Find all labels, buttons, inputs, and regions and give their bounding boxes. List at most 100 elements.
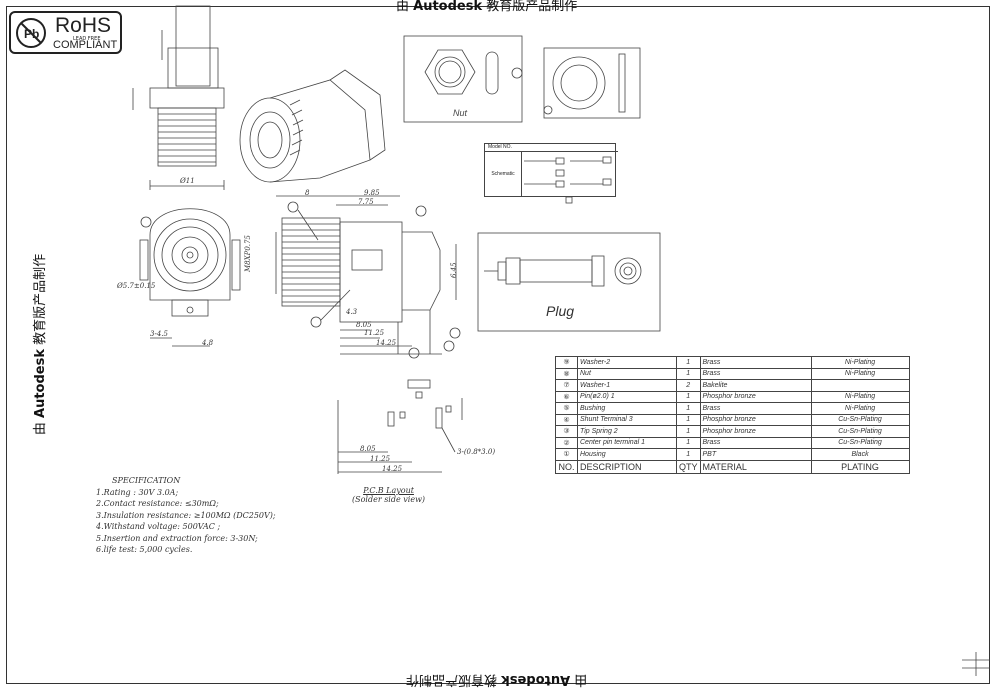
bom-cell-no: ⑤ — [555, 402, 578, 415]
pcb-layout-view — [337, 379, 463, 474]
schematic-symbols — [524, 156, 612, 204]
side-elevation-view — [132, 5, 225, 190]
spec-line: 4.Withstand voltage: 500VAC ; — [96, 522, 221, 531]
bom-cell-description: Bushing — [577, 402, 677, 415]
bom-cell-qty: 1 — [676, 425, 701, 438]
dim-9-85: 9.85 — [364, 189, 380, 197]
bom-header-row: NO. DESCRIPTION QTY MATERIAL PLATING — [555, 459, 910, 474]
spec-line: 6.life test: 5,000 cycles. — [96, 545, 193, 554]
bom-cell-plating: Cu-Sn-Plating — [810, 413, 910, 426]
bom-cell-plating: Ni-Plating — [810, 367, 910, 380]
section-view — [275, 195, 461, 359]
nut-view — [424, 49, 523, 95]
bom-cell-material: PBT — [699, 448, 812, 461]
specification-block: SPECIFICATION 1.Rating : 30V 3.0A; 2.Con… — [96, 475, 276, 556]
pcb-layout-subtitle: (Solder side view) — [352, 495, 426, 504]
pcb-dim-11-25: 11.25 — [370, 455, 391, 463]
spec-line: 5.Insertion and extraction force: 3-30N; — [96, 533, 258, 543]
bom-cell-qty: 1 — [676, 402, 701, 415]
bom-header-plating: PLATING — [810, 459, 910, 474]
rohs-lead-free: LEAD FREE — [73, 36, 101, 42]
bom-cell-plating: Cu-Sn-Plating — [810, 436, 910, 449]
bom-cell-plating: Ni-Plating — [810, 390, 910, 403]
bom-cell-plating: Black — [810, 448, 910, 461]
dim-slot: 3-(0.8*3.0) — [457, 448, 496, 456]
front-view — [139, 208, 241, 347]
rohs-title: RoHS — [55, 14, 112, 37]
bom-cell-material: Phosphor bronze — [699, 413, 812, 426]
nut-view-frame — [403, 35, 523, 123]
plug-view-frame — [477, 232, 661, 332]
plug-label: Plug — [546, 303, 575, 319]
drawing-frame — [6, 6, 990, 684]
dim-7-75: 7.75 — [358, 198, 374, 206]
pcb-dim-8-05: 8.05 — [360, 445, 376, 453]
title-block-lines — [962, 652, 990, 676]
dim-diameter-5-7: Ø5.7±0.15 — [117, 282, 156, 290]
bom-cell-plating: Ni-Plating — [810, 356, 910, 369]
dim-6-45: 6.45 — [450, 262, 458, 278]
bom-cell-description: Tip Spring 2 — [577, 425, 677, 438]
schematic-label: Schematic — [485, 152, 522, 196]
bom-header-description: DESCRIPTION — [577, 459, 677, 474]
dim-8-05: 8.05 — [356, 321, 372, 329]
bom-cell-plating: Ni-Plating — [810, 402, 910, 415]
bom-cell-no: ④ — [555, 413, 578, 426]
bom-cell-description: Housing — [577, 448, 677, 461]
bom-cell-qty: 2 — [676, 379, 701, 392]
model-no-label: Model NO. — [485, 144, 618, 152]
washer-view-frame — [543, 47, 641, 119]
bom-cell-material: Brass — [699, 402, 812, 415]
bom-cell-qty: 1 — [676, 390, 701, 403]
isometric-view — [239, 69, 386, 183]
bom-cell-description: Shunt Terminal 3 — [577, 413, 677, 426]
rohs-compliant: COMPLIANT — [53, 39, 118, 51]
dim-8: 8 — [305, 189, 310, 197]
dim-4-8: 4.8 — [202, 339, 214, 347]
bom-cell-material: Brass — [699, 436, 812, 449]
bom-cell-description: Washer-1 — [577, 379, 677, 392]
bom-cell-no: ⑨ — [555, 356, 578, 369]
bom-cell-material: Brass — [699, 367, 812, 380]
bom-cell-qty: 1 — [676, 356, 701, 369]
bom-cell-material: Phosphor bronze — [699, 390, 812, 403]
bom-cell-description: Pin(ø2.0) 1 — [577, 390, 677, 403]
bom-cell-no: ⑦ — [555, 379, 578, 392]
bom-cell-plating — [810, 379, 910, 392]
bom-cell-description: Nut — [577, 367, 677, 380]
bom-cell-description: Center pin terminal 1 — [577, 436, 677, 449]
dim-thread-m8: M8XP0.75 — [244, 235, 252, 272]
dim-14-25: 14.25 — [376, 339, 397, 347]
specification-title: SPECIFICATION — [112, 476, 181, 485]
bom-header-no: NO. — [555, 459, 578, 474]
bom-cell-no: ⑧ — [555, 367, 578, 380]
watermark-top: 由 Autodesk 教育版产品制作 — [396, 0, 578, 14]
dim-diameter-11: Ø11 — [180, 177, 195, 185]
bom-cell-material: Brass — [699, 356, 812, 369]
bom-cell-plating: Cu-Sn-Plating — [810, 425, 910, 438]
bom-cell-material: Phosphor bronze — [699, 425, 812, 438]
pcb-dim-14-25: 14.25 — [382, 465, 403, 473]
dim-11-25: 11.25 — [364, 329, 385, 337]
pcb-layout-title: P.C.B Layout — [363, 486, 414, 495]
schematic-box: Model NO. Schematic — [484, 143, 618, 197]
spec-line: 3.Insulation resistance: ≥100MΩ (DC250V)… — [96, 510, 276, 520]
washer-view — [543, 53, 626, 115]
bom-cell-no: ① — [555, 448, 578, 461]
dim-4-3: 4.3 — [346, 308, 358, 316]
plug-view — [484, 255, 642, 287]
bom-cell-qty: 1 — [676, 436, 701, 449]
bom-cell-qty: 1 — [676, 448, 701, 461]
bom-cell-qty: 1 — [676, 367, 701, 380]
pcb-layout-caption: P.C.B Layout (Solder side view) — [352, 486, 425, 504]
